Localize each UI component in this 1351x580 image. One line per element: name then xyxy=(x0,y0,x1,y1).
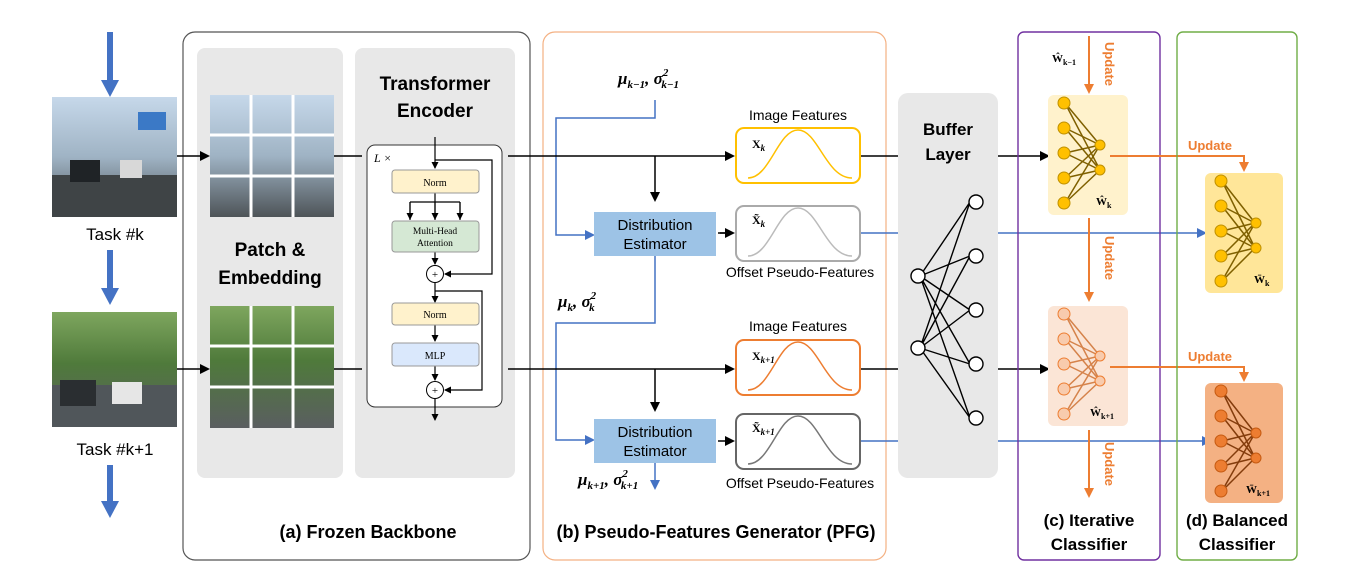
frozen-backbone-panel xyxy=(182,31,531,561)
update-label-3: Update xyxy=(1102,442,1117,486)
task-k1-label: Task #k+1 xyxy=(76,440,153,459)
add-symbol-2: + xyxy=(432,385,438,397)
encoder-title-line1: Transformer xyxy=(380,74,491,95)
update-label-balanced-k1: Update xyxy=(1188,349,1232,364)
distribution-estimator-k xyxy=(594,212,716,256)
mlp-block xyxy=(391,342,480,367)
buffer-layer-panel xyxy=(898,93,998,478)
iterative-title-line2: Classifier xyxy=(1051,535,1128,554)
update-label-1: Update xyxy=(1102,42,1117,86)
patch-grid-k xyxy=(210,95,334,217)
task-k-image xyxy=(52,97,177,217)
iterative-classifier-panel xyxy=(1017,31,1161,561)
distribution-estimator-k1 xyxy=(594,419,716,463)
estimator-k1-line1: Distribution xyxy=(617,424,692,441)
pfg-panel xyxy=(542,31,887,561)
balanced-classifier-panel xyxy=(1176,31,1298,561)
svg-text:μk+1, σ2k+1: μk+1, σ2k+1 xyxy=(577,468,638,492)
image-features-k1: Xk+1 xyxy=(735,339,861,396)
mlp-label: MLP xyxy=(425,351,446,362)
add-node-1 xyxy=(426,265,444,283)
buffer-network xyxy=(919,201,971,419)
svg-text:μk, σ2k: μk, σ2k xyxy=(557,290,597,314)
norm-label-1: Norm xyxy=(423,178,447,189)
encoder-repeat-label: L × xyxy=(373,151,392,165)
task-flow-arrows xyxy=(101,32,119,518)
offset-pseudo-features-k1: X̃k+1 xyxy=(735,413,861,470)
iterative-classifier-k: Ŵk xyxy=(1048,95,1128,215)
norm-block-1 xyxy=(391,169,480,194)
norm-label-2: Norm xyxy=(423,310,447,321)
encoder-internal-links xyxy=(406,137,493,421)
balanced-title-line2: Classifier xyxy=(1199,535,1276,554)
image-features-label-k: Image Features xyxy=(749,107,847,123)
estimator-k-line2: Estimator xyxy=(623,236,686,253)
frozen-backbone-title: (a) Frozen Backbone xyxy=(279,522,456,542)
update-arrows-balanced xyxy=(1110,155,1249,382)
update-label-balanced-k: Update xyxy=(1188,138,1232,153)
offset-pseudo-label-k1: Offset Pseudo-Features xyxy=(726,475,874,491)
patch-grid-k1 xyxy=(210,306,334,428)
patch-title-line2: Embedding xyxy=(218,268,321,289)
patch-title-line1: Patch & xyxy=(235,240,306,261)
w-prev-label: Ŵk−1 xyxy=(1052,52,1076,67)
mha-label-line1: Multi-Head xyxy=(413,227,458,237)
add-symbol-1: + xyxy=(432,269,438,281)
add-node-2 xyxy=(426,381,444,399)
iterative-title-line1: (c) Iterative xyxy=(1044,511,1135,530)
image-features-k: Xk xyxy=(735,127,861,184)
feature-flow xyxy=(177,151,1050,446)
balanced-classifier-k: W̄k xyxy=(1205,173,1283,293)
pfg-title: (b) Pseudo-Features Generator (PFG) xyxy=(556,522,875,542)
estimator-k1-line2: Estimator xyxy=(623,443,686,460)
mha-block xyxy=(391,220,480,253)
encoder-title-line2: Encoder xyxy=(397,101,474,122)
buffer-title-line1: Buffer xyxy=(923,120,973,139)
mha-label-line2: Attention xyxy=(417,239,453,249)
balanced-classifier-k1: W̄k+1 xyxy=(1205,383,1283,503)
offset-pseudo-label-k: Offset Pseudo-Features xyxy=(726,264,874,280)
task-k-label: Task #k xyxy=(86,225,144,244)
buffer-title-line2: Layer xyxy=(925,145,971,164)
balanced-title-line1: (d) Balanced xyxy=(1186,511,1288,530)
update-label-2: Update xyxy=(1102,236,1117,280)
buffer-nodes xyxy=(910,194,984,426)
task-k1-image xyxy=(52,312,177,427)
svg-text:μk−1, σ2k−1: μk−1, σ2k−1 xyxy=(617,67,679,91)
offset-pseudo-features-k: X̃k xyxy=(735,205,861,262)
iterative-classifier-k1: Ŵk+1 xyxy=(1048,306,1128,426)
image-features-label-k1: Image Features xyxy=(749,318,847,334)
norm-block-2 xyxy=(391,302,480,326)
estimator-k-line1: Distribution xyxy=(617,217,692,234)
